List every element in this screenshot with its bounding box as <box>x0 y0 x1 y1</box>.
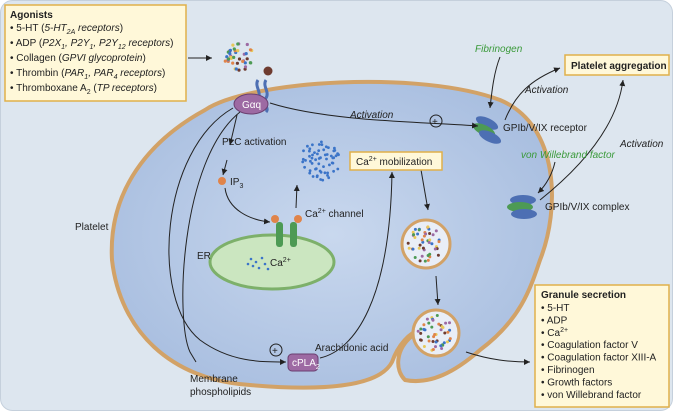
agonist-item: • Thromboxane A2 (TP receptors) <box>10 83 157 96</box>
agonist-item: • 5-HT (5-HT2A receptors) <box>10 23 123 36</box>
agonists-box <box>4 4 187 102</box>
plus-sign-activation: + <box>429 114 443 128</box>
agonist-item: • ADP (P2X1, P2Y1, P2Y12 receptors) <box>10 38 173 51</box>
gpib-receptor-top <box>472 116 502 144</box>
gpib-complex-label: GPIb/V/IX complex <box>545 202 629 213</box>
granule-secretion-item: • Coagulation factor XIII-A <box>541 353 657 364</box>
granule-secretion-title: Granule secretion <box>541 290 626 301</box>
activation-label-right-2: Activation <box>619 139 664 150</box>
granule-secretion-item: • Growth factors <box>541 377 612 388</box>
granule-secretion-item: • 5-HT <box>541 303 570 314</box>
platelet-aggregation-box <box>564 54 670 76</box>
plus-text-1: + <box>432 117 438 128</box>
granule-secretion-list: • 5-HT• ADP• Ca2+• Coagulation factor V •… <box>541 303 657 401</box>
agonist-item: • Thrombin (PAR1, PAR4 receptors) <box>10 68 165 81</box>
gpib-receptor-label: GPIb/V/IX receptor <box>503 123 588 134</box>
cpla2-label: cPLA2 <box>292 358 320 371</box>
released-calcium-cluster <box>301 140 340 182</box>
granule-vesicle-1 <box>400 218 452 270</box>
agonists-title: Agonists <box>10 10 53 21</box>
granule-secretion-item: • ADP <box>541 315 568 326</box>
calcium-channel-label: Ca2+ channel <box>305 208 364 220</box>
granule-secretion-item: • Fibrinogen <box>541 365 595 376</box>
endoplasmic-reticulum <box>208 233 336 291</box>
agonist-item: • Collagen (GPVI glycoprotein) <box>10 53 146 64</box>
granule-secretion-item: • Ca2+ <box>541 327 568 339</box>
platelet-aggregation-label: Platelet aggregation <box>571 61 667 72</box>
pathway-arrows <box>168 55 626 365</box>
activation-label-right-1: Activation <box>524 85 569 96</box>
plus-text-2: + <box>272 346 278 357</box>
cpla2-enzyme <box>287 353 319 372</box>
membrane-label-line2: phospholipids <box>190 387 251 398</box>
granule-secretion-item: • Coagulation factor V <box>541 340 638 351</box>
granule-vesicle-2 <box>411 308 461 358</box>
er-calcium-label: Ca2+ <box>270 257 291 269</box>
ip3-molecule <box>218 177 226 185</box>
gaq-label: Gαq <box>242 100 261 111</box>
platelet-label: Platelet <box>75 222 109 233</box>
activation-label-top: Activation <box>349 110 394 121</box>
fibrinogen-label: Fibrinogen <box>475 44 523 55</box>
er-label: ER <box>197 251 211 262</box>
calcium-mobilization-box <box>349 151 443 171</box>
calcium-mobilization-label: Ca2+ mobilization <box>356 156 432 168</box>
agonist-molecules <box>223 42 254 72</box>
ip3-label: IP3 <box>230 177 243 190</box>
plus-sign-cpla2: + <box>269 343 283 357</box>
arachidonic-acid-label: Arachidonic acid <box>315 343 388 354</box>
von-willebrand-label: von Willebrand factor <box>521 150 616 161</box>
granule-secretion-box <box>534 284 670 408</box>
agonists-list: • 5-HT (5-HT2A receptors) • ADP (P2X1, P2… <box>10 23 173 96</box>
plc-activation-label: PLC activation <box>222 137 286 148</box>
calcium-channel <box>271 215 302 247</box>
gaq-protein <box>233 93 269 115</box>
gpib-complex-right <box>507 195 537 219</box>
granule-secretion-item: • von Willebrand factor <box>541 390 642 401</box>
er-calcium-dots <box>246 256 270 271</box>
membrane-label-line1: Membrane <box>190 374 238 385</box>
